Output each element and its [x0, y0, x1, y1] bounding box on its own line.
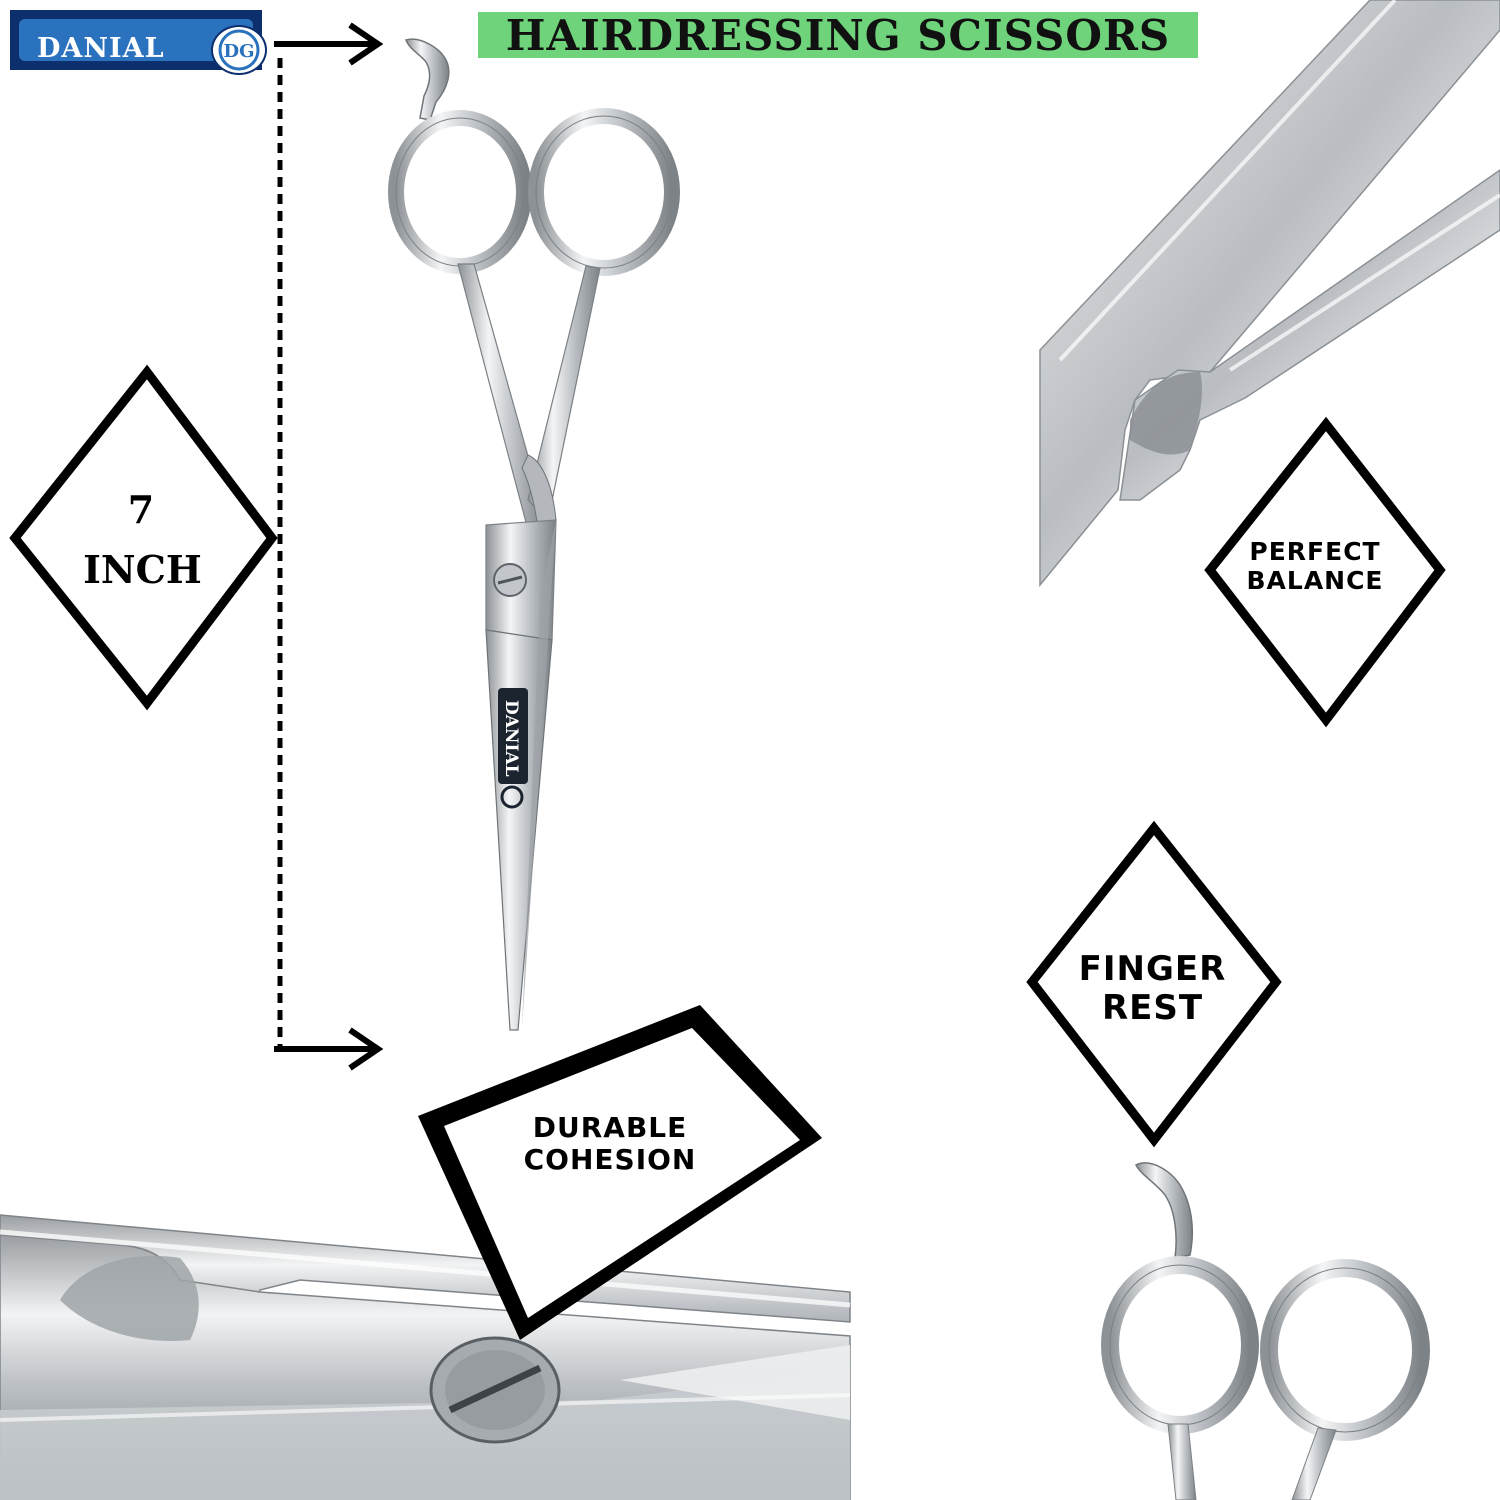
- feature-finger-rest-line2: REST: [1101, 988, 1204, 1029]
- logo-emblem-icon: DG: [211, 25, 267, 75]
- measurement-indicator: [274, 22, 384, 1071]
- logo-text: DANIAL: [37, 33, 165, 64]
- feature-cohesion-label: DURABLE COHESION: [510, 1111, 710, 1177]
- balance-diamond: [1204, 416, 1446, 728]
- closeup-finger-rest-photo: [1101, 1162, 1430, 1500]
- logo-plate: DANIAL: [19, 19, 253, 64]
- feature-balance-line2: BALANCE: [1246, 565, 1384, 595]
- feature-balance-label: PERFECT BALANCE: [1225, 537, 1405, 596]
- feature-finger-rest-line1: FINGER: [1078, 949, 1227, 989]
- size-diamond: [9, 364, 278, 711]
- size-number: 7: [127, 487, 155, 532]
- size-unit: INCH: [83, 547, 202, 592]
- feature-balance-line1: PERFECT: [1249, 537, 1381, 566]
- feature-cohesion-line1: DURABLE: [532, 1111, 688, 1144]
- feature-finger-rest-label: FINGER REST: [1050, 949, 1255, 1029]
- finger-rest-diamond: [1026, 820, 1282, 1148]
- blade-engraving: DANIAL: [501, 700, 521, 777]
- feature-cohesion-line2: COHESION: [523, 1143, 697, 1177]
- page-title: HAIRDRESSING SCISSORS: [505, 10, 1171, 60]
- closeup-balance-photo: [1039, 0, 1500, 588]
- brand-logo: DANIAL DG: [10, 10, 267, 75]
- scissors-main: DANIAL: [388, 38, 680, 1031]
- cohesion-callout: [418, 1005, 822, 1340]
- closeup-cohesion-photo: [0, 1214, 851, 1500]
- page-title-banner: HAIRDRESSING SCISSORS: [478, 10, 1198, 60]
- emblem-text: DG: [224, 41, 255, 62]
